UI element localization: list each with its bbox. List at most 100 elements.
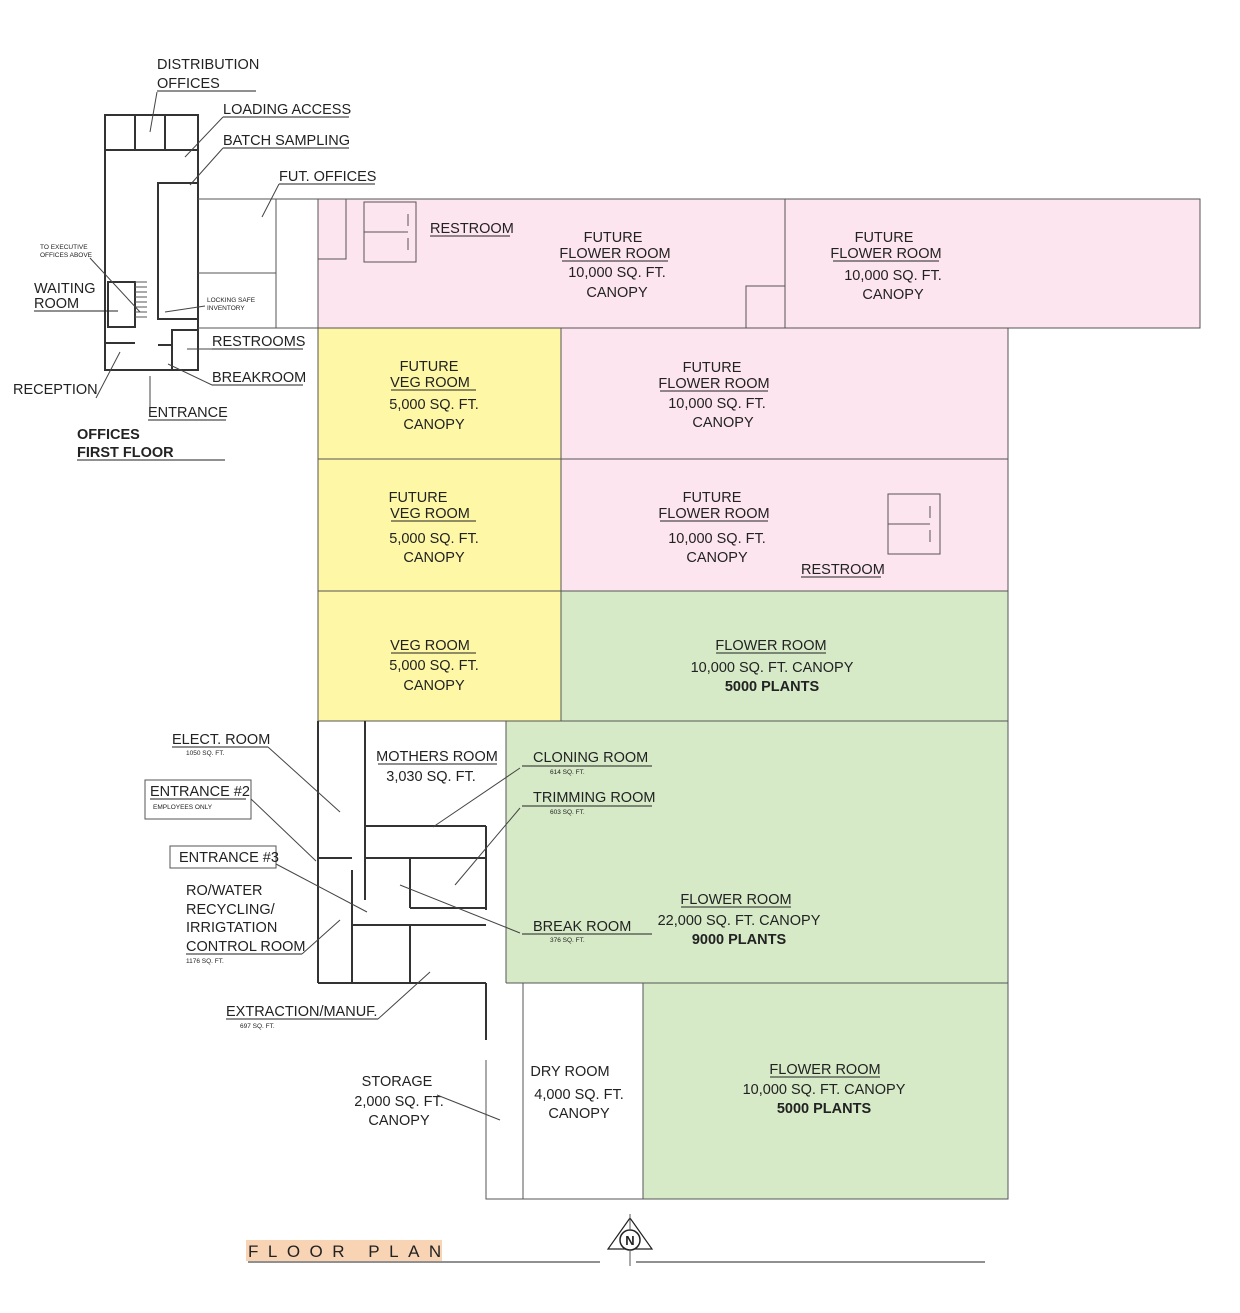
svg-text:MOTHERS ROOM: MOTHERS ROOM	[376, 749, 498, 765]
label-future-flower-4: FUTURE FLOWER ROOM 10,000 SQ. FT. CANOPY	[658, 490, 769, 566]
svg-text:RO/WATER: RO/WATER	[186, 883, 263, 899]
svg-text:1050 SQ. FT.: 1050 SQ. FT.	[186, 750, 224, 757]
label-cloning-room: CLONING ROOM 614 SQ. FT.	[522, 750, 652, 776]
svg-text:1176 SQ. FT.: 1176 SQ. FT.	[186, 958, 224, 965]
svg-text:FUTURE: FUTURE	[683, 490, 742, 506]
svg-text:N: N	[625, 1233, 634, 1248]
svg-text:RECYCLING/: RECYCLING/	[186, 902, 276, 918]
future-flower-zone-3	[561, 328, 1008, 459]
label-veg-room: VEG ROOM 5,000 SQ. FT. CANOPY	[389, 638, 478, 694]
svg-text:CANOPY: CANOPY	[692, 415, 754, 431]
flower-zone-2	[506, 721, 1008, 983]
svg-text:OFFICES: OFFICES	[157, 76, 220, 92]
label-mothers-room: MOTHERS ROOM 3,030 SQ. FT.	[376, 749, 498, 785]
svg-text:VEG ROOM: VEG ROOM	[390, 375, 470, 391]
svg-text:CLONING ROOM: CLONING ROOM	[533, 750, 648, 766]
svg-text:FLOWER ROOM: FLOWER ROOM	[830, 246, 941, 262]
future-veg-zone-2	[318, 459, 561, 591]
svg-text:22,000 SQ. FT. CANOPY: 22,000 SQ. FT. CANOPY	[658, 913, 821, 929]
svg-text:ROOM: ROOM	[34, 296, 79, 312]
svg-text:CANOPY: CANOPY	[586, 285, 648, 301]
label-restroom-top: RESTROOM	[430, 221, 514, 237]
core-callouts: ELECT. ROOM 1050 SQ. FT. ENTRANCE #2 EMP…	[144, 732, 521, 1121]
svg-text:FUTURE: FUTURE	[389, 490, 448, 506]
svg-text:CANOPY: CANOPY	[403, 678, 465, 694]
restroom-fixtures-mid	[887, 493, 941, 555]
svg-text:DRY ROOM: DRY ROOM	[530, 1064, 609, 1080]
svg-text:BATCH SAMPLING: BATCH SAMPLING	[223, 133, 350, 149]
label-future-flower-3: FUTURE FLOWER ROOM 10,000 SQ. FT. CANOPY	[658, 360, 769, 431]
svg-text:DISTRIBUTION: DISTRIBUTION	[157, 57, 259, 73]
svg-text:FIRST FLOOR: FIRST FLOOR	[77, 445, 174, 461]
svg-text:FUTURE: FUTURE	[400, 359, 459, 375]
label-top-future-flower-2: FUTURE FLOWER ROOM 10,000 SQ. FT. CANOPY	[830, 230, 941, 303]
svg-text:5000 PLANTS: 5000 PLANTS	[777, 1101, 872, 1117]
top-future-flower-zone	[318, 199, 1200, 328]
svg-text:WAITING: WAITING	[34, 281, 95, 297]
svg-text:10,000 SQ. FT. CANOPY: 10,000 SQ. FT. CANOPY	[743, 1082, 906, 1098]
svg-text:FLOWER ROOM: FLOWER ROOM	[658, 376, 769, 392]
future-veg-zone-1	[318, 328, 561, 459]
svg-text:LOCKING SAFE: LOCKING SAFE	[207, 297, 256, 304]
svg-text:EXTRACTION/MANUF.: EXTRACTION/MANUF.	[226, 1004, 377, 1020]
svg-text:FLOWER ROOM: FLOWER ROOM	[680, 892, 791, 908]
svg-text:LOADING ACCESS: LOADING ACCESS	[223, 102, 351, 118]
svg-text:BREAK ROOM: BREAK ROOM	[533, 919, 631, 935]
svg-text:OFFICES: OFFICES	[77, 427, 140, 443]
svg-text:603 SQ. FT.: 603 SQ. FT.	[550, 809, 585, 816]
svg-text:IRRIGTATION: IRRIGTATION	[186, 920, 277, 936]
svg-text:RESTROOM: RESTROOM	[430, 221, 514, 237]
svg-text:2,000 SQ. FT.: 2,000 SQ. FT.	[354, 1094, 443, 1110]
title-block: FLOOR PLAN	[246, 1240, 985, 1263]
label-flower-room-3: FLOWER ROOM 10,000 SQ. FT. CANOPY 5000 P…	[743, 1062, 906, 1117]
svg-text:VEG ROOM: VEG ROOM	[390, 506, 470, 522]
label-future-veg-2: FUTURE VEG ROOM 5,000 SQ. FT. CANOPY	[389, 490, 479, 566]
svg-text:9000 PLANTS: 9000 PLANTS	[692, 932, 787, 948]
office-callouts: DISTRIBUTION OFFICES LOADING ACCESS BATC…	[13, 57, 376, 461]
svg-text:FLOWER ROOM: FLOWER ROOM	[715, 638, 826, 654]
north-arrow-icon: N	[606, 1214, 654, 1266]
title-highlight	[246, 1240, 442, 1261]
svg-text:CANOPY: CANOPY	[862, 287, 924, 303]
future-flower-zone-4	[561, 459, 1008, 591]
svg-text:FUTURE: FUTURE	[683, 360, 742, 376]
svg-text:614 SQ. FT.: 614 SQ. FT.	[550, 769, 585, 776]
svg-text:EMPLOYEES ONLY: EMPLOYEES ONLY	[153, 804, 213, 811]
svg-text:4,000 SQ. FT.: 4,000 SQ. FT.	[534, 1087, 623, 1103]
svg-text:RECEPTION: RECEPTION	[13, 382, 98, 398]
flower-zone-1	[561, 591, 1008, 721]
svg-text:TO EXECUTIVE: TO EXECUTIVE	[40, 244, 88, 251]
svg-text:5,000 SQ. FT.: 5,000 SQ. FT.	[389, 658, 478, 674]
label-trimming-room: TRIMMING ROOM 603 SQ. FT.	[522, 790, 655, 816]
svg-text:CANOPY: CANOPY	[686, 550, 748, 566]
restroom-fixtures-top	[317, 198, 417, 263]
svg-text:RESTROOMS: RESTROOMS	[212, 334, 305, 350]
svg-text:CONTROL ROOM: CONTROL ROOM	[186, 939, 306, 955]
svg-text:CANOPY: CANOPY	[403, 417, 465, 433]
plan-title: FLOOR PLAN	[248, 1242, 451, 1261]
svg-text:376 SQ. FT.: 376 SQ. FT.	[550, 937, 585, 944]
label-future-veg-1: FUTURE VEG ROOM 5,000 SQ. FT. CANOPY	[389, 359, 478, 433]
svg-text:STORAGE: STORAGE	[362, 1074, 433, 1090]
svg-text:VEG ROOM: VEG ROOM	[390, 638, 470, 654]
flower-zone-3	[643, 983, 1008, 1199]
svg-text:10,000 SQ. FT.: 10,000 SQ. FT.	[568, 265, 666, 281]
svg-text:BREAKROOM: BREAKROOM	[212, 370, 306, 386]
svg-text:3,030 SQ. FT.: 3,030 SQ. FT.	[386, 769, 475, 785]
svg-text:CANOPY: CANOPY	[403, 550, 465, 566]
svg-text:ENTRANCE #2: ENTRANCE #2	[150, 784, 250, 800]
svg-text:5,000 SQ. FT.: 5,000 SQ. FT.	[389, 531, 478, 547]
svg-text:5000 PLANTS: 5000 PLANTS	[725, 679, 820, 695]
svg-text:FUTURE: FUTURE	[584, 230, 643, 246]
svg-text:FLOWER ROOM: FLOWER ROOM	[769, 1062, 880, 1078]
label-restroom-mid: RESTROOM	[801, 562, 885, 578]
svg-text:FLOWER ROOM: FLOWER ROOM	[559, 246, 670, 262]
svg-text:5,000 SQ. FT.: 5,000 SQ. FT.	[389, 397, 478, 413]
svg-text:10,000 SQ. FT.: 10,000 SQ. FT.	[668, 531, 766, 547]
svg-text:10,000 SQ. FT.: 10,000 SQ. FT.	[668, 396, 766, 412]
room-fills	[318, 199, 1200, 1199]
svg-text:FLOWER ROOM: FLOWER ROOM	[658, 506, 769, 522]
label-flower-room-1: FLOWER ROOM 10,000 SQ. FT. CANOPY 5000 P…	[691, 638, 854, 695]
svg-text:FUTURE: FUTURE	[855, 230, 914, 246]
